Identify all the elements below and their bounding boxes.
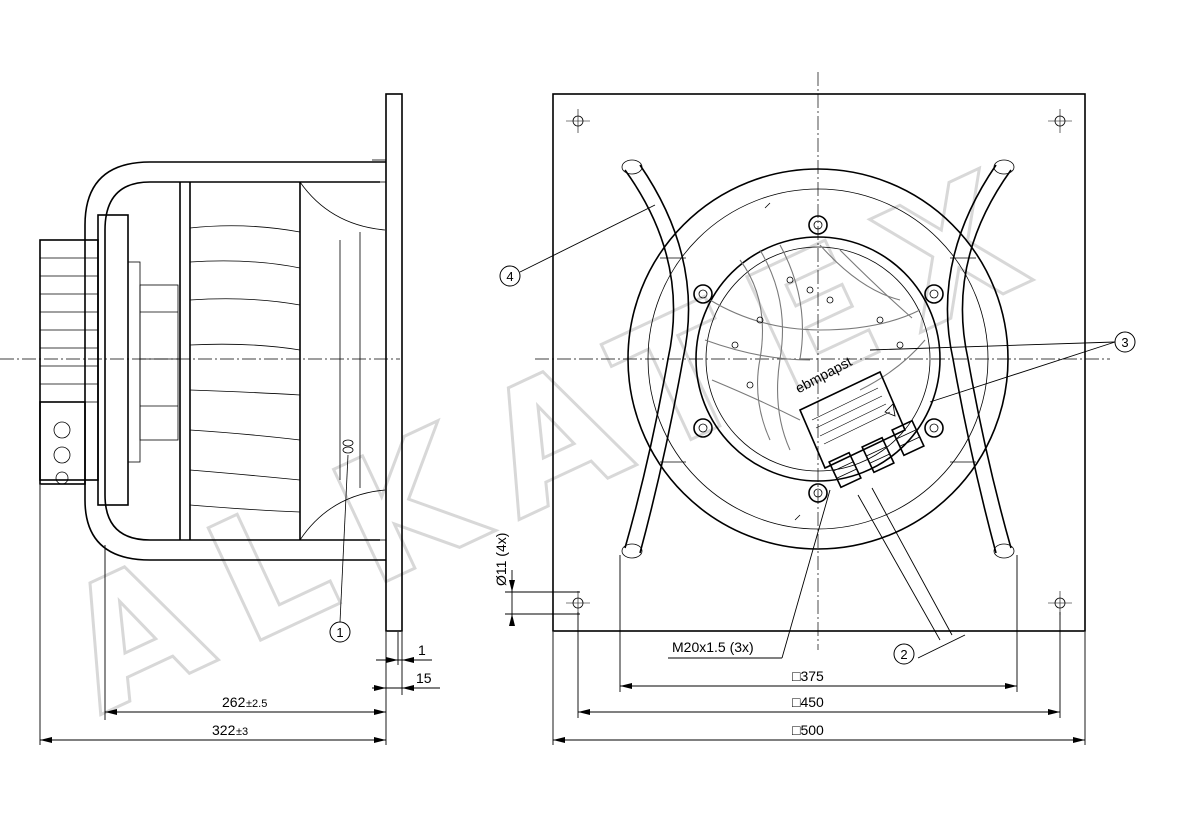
balloon-2 bbox=[893, 643, 915, 665]
side-view bbox=[0, 93, 403, 632]
dim-square-500: □500 bbox=[792, 722, 824, 738]
flange-plate bbox=[385, 93, 403, 632]
motor-bolt-left-lower bbox=[693, 418, 713, 438]
balloon-1-label: 1 bbox=[336, 625, 343, 640]
motor-plate bbox=[97, 214, 129, 506]
dim-cable-gland: M20x1.5 (3x) bbox=[672, 639, 754, 655]
motor-bolt-right-upper bbox=[924, 284, 944, 304]
inlet-ring-outer bbox=[627, 168, 1009, 550]
mounting-hole-bl bbox=[566, 591, 590, 615]
cable-gland-3 bbox=[891, 419, 925, 457]
square-mounting-plate bbox=[552, 93, 1086, 632]
motor-bolt-bottom bbox=[808, 483, 828, 503]
side-terminal-box bbox=[39, 401, 86, 485]
screw-item-1 bbox=[339, 439, 354, 623]
inlet-ring-inner bbox=[647, 188, 989, 530]
mounting-hole-br bbox=[1048, 591, 1072, 615]
motor-bolt-top bbox=[808, 215, 828, 235]
support-frame-inner bbox=[104, 181, 380, 541]
balloon-4-label: 4 bbox=[506, 269, 513, 284]
motor-housing bbox=[695, 236, 941, 482]
cable-glands bbox=[828, 419, 925, 489]
dim-1: 1 bbox=[418, 642, 426, 658]
side-dimensions: 322 ±3 262 ±2.5 15 1 1 bbox=[39, 485, 440, 745]
support-frame-outer bbox=[84, 161, 386, 561]
handle-left bbox=[621, 159, 690, 559]
dim-262: 262 bbox=[222, 694, 246, 710]
dim-15: 15 bbox=[416, 670, 432, 686]
dim-square-375: □375 bbox=[792, 668, 824, 684]
rating-plate bbox=[798, 370, 907, 470]
mounting-hole-tl bbox=[566, 109, 590, 133]
balloon-3-label: 3 bbox=[1121, 335, 1128, 350]
dim-262-tol: ±2.5 bbox=[246, 698, 267, 710]
motor-bolt-right-lower bbox=[924, 418, 944, 438]
cable-gland-2 bbox=[861, 436, 895, 474]
impeller-blades bbox=[189, 225, 301, 513]
motor-bolts bbox=[693, 215, 944, 503]
handle-right bbox=[946, 159, 1015, 559]
balloon-3 bbox=[1114, 331, 1136, 353]
motor-bolt-left-upper bbox=[693, 284, 713, 304]
balloon-2-label: 2 bbox=[900, 647, 907, 662]
dim-square-450: □450 bbox=[792, 694, 824, 710]
front-dimensions: □375 □450 □500 Ø11 (4x) M20x1.5 (3x) 2 bbox=[493, 204, 1136, 745]
balloon-1 bbox=[329, 621, 351, 643]
motor-cooling-fins bbox=[39, 239, 99, 481]
dim-hole-diameter: Ø11 (4x) bbox=[493, 533, 509, 586]
mounting-holes bbox=[566, 109, 1072, 615]
cable-gland-1 bbox=[828, 451, 862, 489]
impeller-housing bbox=[179, 182, 301, 540]
front-view: ebmpapst bbox=[535, 72, 1110, 650]
dim-322: 322 bbox=[212, 722, 236, 738]
balloon-4 bbox=[499, 265, 521, 287]
motor-heatsink bbox=[704, 244, 926, 451]
mounting-hole-tr bbox=[1048, 109, 1072, 133]
dim-322-tol: ±3 bbox=[236, 726, 248, 738]
